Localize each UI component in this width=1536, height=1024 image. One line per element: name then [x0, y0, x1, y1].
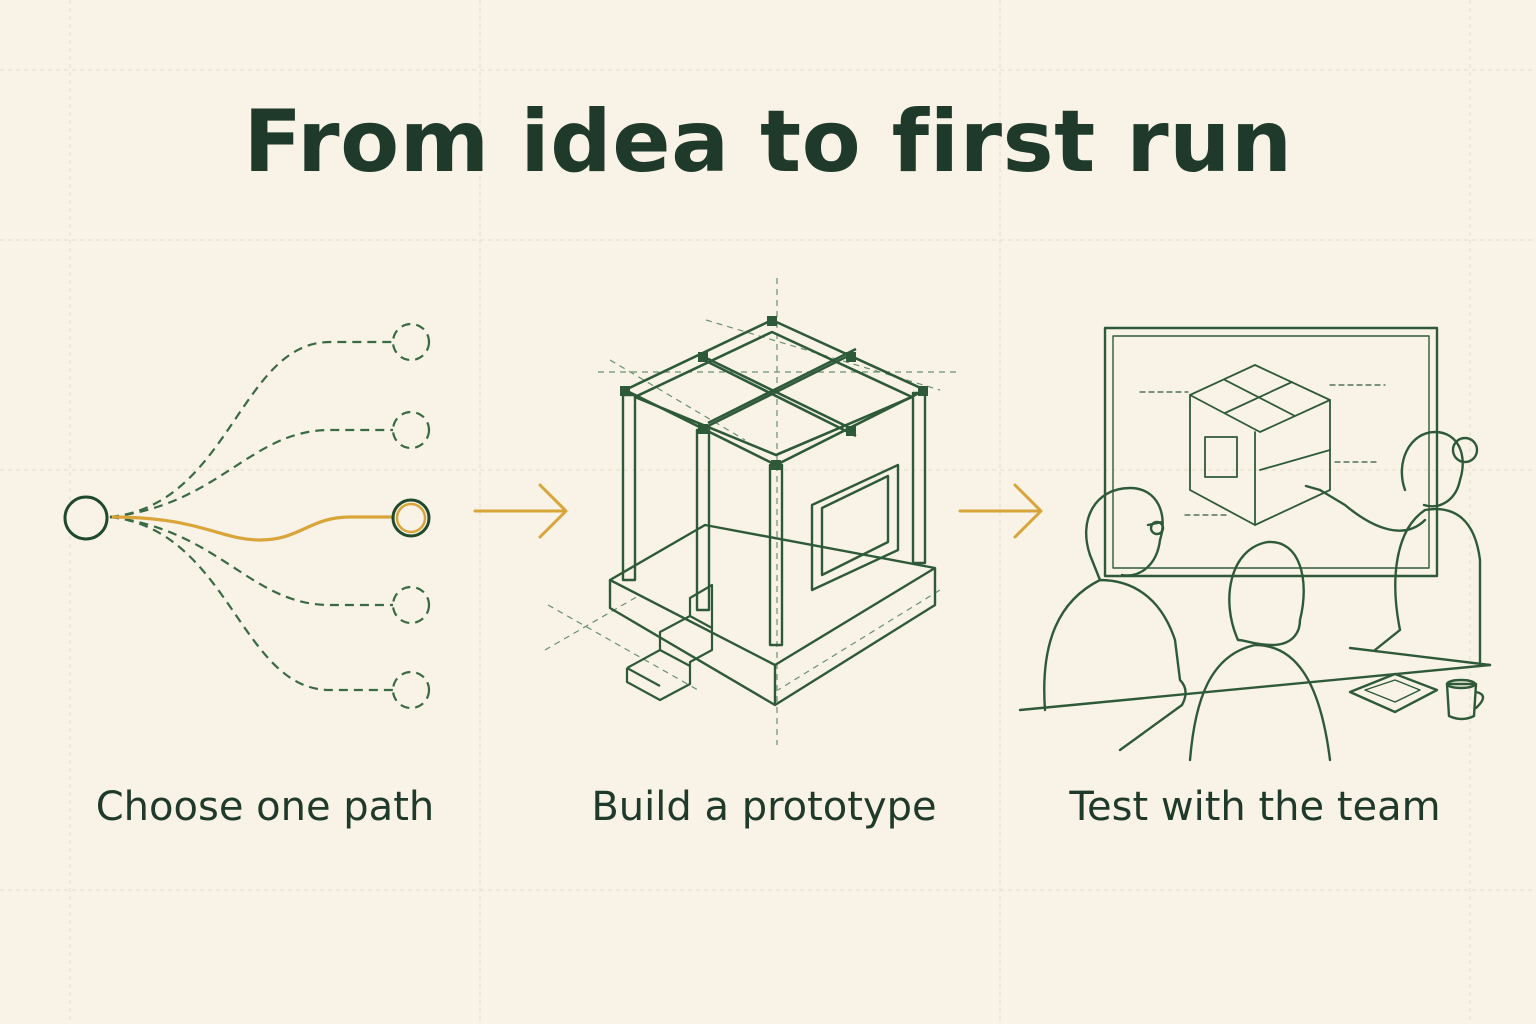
team-review-icon — [1018, 326, 1492, 762]
branching-paths-icon — [63, 322, 431, 710]
step-label-choose-path: Choose one path — [95, 784, 435, 830]
cube-frame-icon — [544, 278, 958, 745]
arrow-right-icon — [473, 483, 568, 539]
arrow-right-icon — [958, 483, 1043, 539]
step-label-build-prototype: Build a prototype — [591, 784, 937, 830]
page-title: From idea to first run — [243, 92, 1293, 192]
step-label-test-team: Test with the team — [1069, 784, 1441, 830]
